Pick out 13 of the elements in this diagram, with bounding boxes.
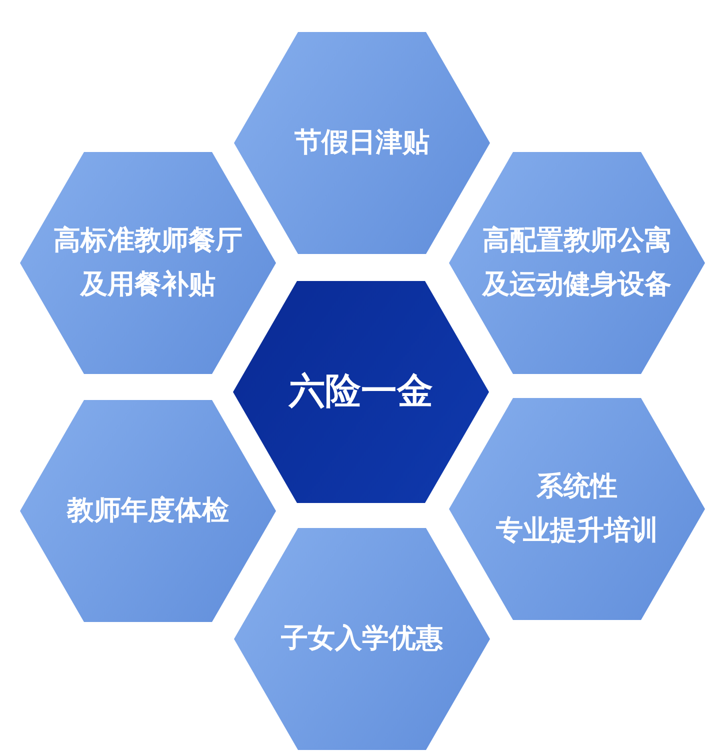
hexagon-tile bbox=[20, 152, 276, 374]
tile-label: 六险一金 bbox=[289, 370, 433, 414]
tile-label: 节假日津贴 bbox=[294, 126, 430, 160]
tile-label: 高配置教师公寓及运动健身设备 bbox=[480, 224, 672, 302]
hexagon-tile bbox=[449, 398, 705, 620]
hexagon-tile bbox=[234, 528, 490, 750]
tile-label: 高标准教师餐厅及用餐补贴 bbox=[52, 224, 244, 302]
tile-label: 子女入学优惠 bbox=[281, 622, 443, 656]
hexagon-tile bbox=[20, 400, 276, 622]
tile-label: 系统性 bbox=[536, 470, 618, 504]
hexagon-tile bbox=[449, 152, 705, 374]
tile-label: 专业提升培训 bbox=[496, 514, 658, 548]
tile-label: 教师年度体检 bbox=[67, 494, 229, 528]
